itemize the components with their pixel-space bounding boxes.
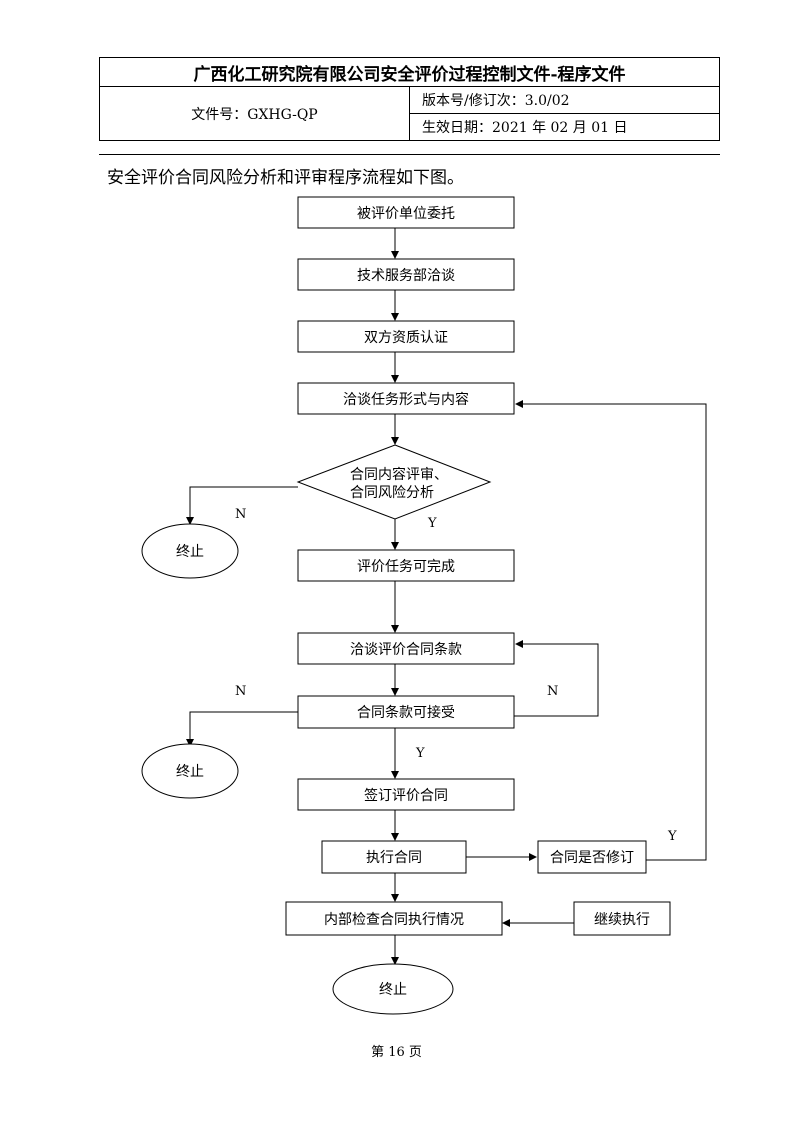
label-yes-revise: Y: [667, 829, 677, 844]
decision-review-shape: [296, 444, 492, 520]
decision-review-label-line1: 合同内容评审、: [350, 466, 448, 483]
box-continue-label: 继续执行: [594, 911, 650, 928]
arrow-acceptable-no-to-end2: [186, 711, 298, 747]
flow-shapes: [141, 196, 671, 1015]
box-execute-label: 执行合同: [366, 850, 422, 866]
box-task-feasible-shape: [297, 549, 515, 582]
box-negotiate-tech-shape: [297, 258, 515, 291]
box-entrust-shape: [297, 196, 515, 229]
box-qualification-shape: [297, 320, 515, 353]
arrow-decision-no-to-end1: [186, 486, 298, 525]
label-no-acceptable-right: N: [547, 684, 558, 699]
box-continue-shape: [573, 901, 671, 936]
flow-labels: 被评价单位委托 技术服务部洽谈 双方资质认证 洽谈任务形式与内容 合同内容评审、…: [176, 206, 677, 998]
flow-connectors: [186, 228, 707, 965]
effective-date: 生效日期：2021 年 02 月 01 日: [409, 113, 720, 141]
box-task-form-label: 洽谈任务形式与内容: [343, 391, 469, 408]
box-revise-shape: [537, 840, 647, 874]
label-no-decision: N: [235, 507, 246, 522]
end-2-label: 终止: [176, 764, 204, 780]
box-task-form-shape: [297, 382, 515, 415]
box-entrust-label: 被评价单位委托: [357, 206, 455, 222]
decision-review-label-line2: 合同风险分析: [350, 485, 434, 501]
box-terms-acceptable-label: 合同条款可接受: [357, 704, 455, 721]
page-number: 第 16 页: [371, 1045, 422, 1060]
document-number: 文件号：GXHG-QP: [99, 86, 410, 141]
box-contract-terms-label: 洽谈评价合同条款: [350, 641, 462, 658]
header-separator-line: [99, 154, 720, 155]
label-no-acceptable-left: N: [235, 684, 246, 699]
end-3-label: 终止: [379, 982, 407, 998]
box-terms-acceptable-shape: [297, 695, 515, 729]
end-1-shape: [141, 523, 239, 579]
end-1-label: 终止: [176, 544, 204, 560]
box-execute-shape: [321, 840, 467, 874]
label-yes-decision: Y: [427, 516, 437, 531]
arrow-acceptable-no-loop-to-terms: [514, 640, 599, 717]
box-internal-check-shape: [285, 901, 503, 936]
end-3-shape: [332, 963, 454, 1015]
box-sign-shape: [297, 778, 515, 811]
document-title: 广西化工研究院有限公司安全评价过程控制文件-程序文件: [99, 57, 720, 87]
label-yes-acceptable: Y: [415, 746, 425, 761]
arrow-revise-yes-loop-to-task-form: [515, 400, 707, 861]
box-revise-label: 合同是否修订: [550, 850, 634, 866]
box-sign-label: 签订评价合同: [364, 787, 448, 804]
intro-sentence: 安全评价合同风险分析和评审程序流程如下图。: [107, 168, 464, 188]
box-qualification-label: 双方资质认证: [364, 330, 448, 346]
box-negotiate-tech-label: 技术服务部洽谈: [357, 268, 455, 284]
end-2-shape: [141, 743, 239, 799]
box-internal-check-label: 内部检查合同执行情况: [324, 912, 464, 928]
document-header-table: 广西化工研究院有限公司安全评价过程控制文件-程序文件 文件号：GXHG-QP 版…: [99, 57, 720, 141]
box-contract-terms-shape: [297, 632, 515, 665]
box-task-feasible-label: 评价任务可完成: [357, 559, 455, 575]
